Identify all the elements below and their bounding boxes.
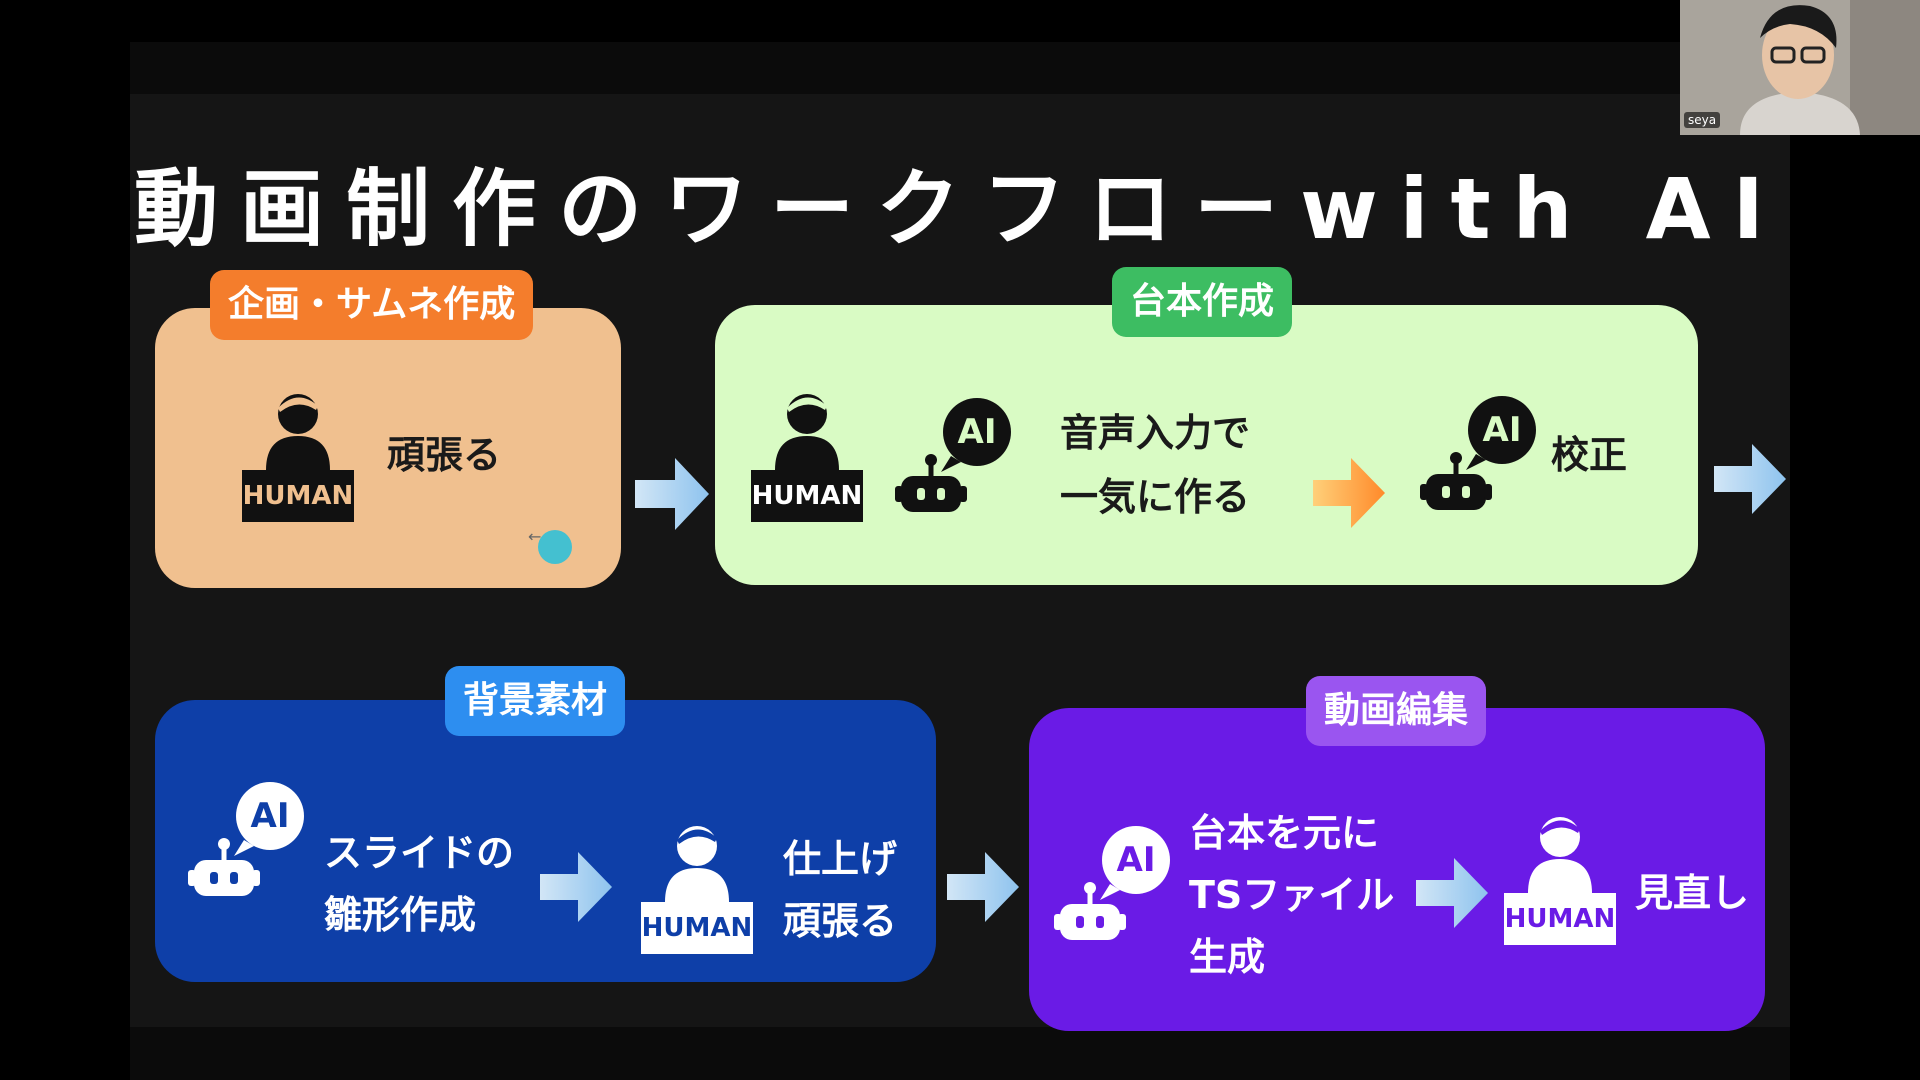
ai-label: AI <box>1482 410 1522 450</box>
step-tag-editing: 動画編集 <box>1306 676 1487 746</box>
ai-robot-icon: AI <box>188 778 308 902</box>
human-icon: HUMAN <box>242 386 354 522</box>
step2-text-line1: 音声入力で <box>1060 411 1251 455</box>
flow-arrow-icon <box>1416 858 1488 928</box>
slide-title: 動画制作のワークフローwith AI <box>134 160 1786 258</box>
step4-text-line1: 台本を元に <box>1189 811 1380 855</box>
webcam-thumbnail[interactable]: seya <box>1680 0 1920 135</box>
step3-text-line1: スライドの <box>324 831 515 875</box>
step2-text-line2: 一気に作る <box>1060 475 1251 519</box>
ai-robot-icon: AI <box>1054 822 1174 946</box>
ai-label: AI <box>250 796 290 836</box>
slide-bottom-bar <box>130 1027 1790 1080</box>
flow-arrow-icon <box>1714 444 1786 514</box>
step3-text2-line1: 仕上げ <box>783 837 898 881</box>
step3-text-line2: 雛形作成 <box>324 893 477 937</box>
human-badge: HUMAN <box>751 470 863 522</box>
webcam-person-image <box>1680 0 1920 135</box>
step-tag-background: 背景素材 <box>445 666 626 736</box>
step3-text2-line2: 頑張る <box>783 899 898 943</box>
human-badge: HUMAN <box>1504 893 1616 945</box>
orange-arrow-icon <box>1313 458 1385 528</box>
human-icon: HUMAN <box>1504 809 1616 945</box>
ai-robot-icon: AI <box>895 394 1015 518</box>
step-tag-planning: 企画・サムネ作成 <box>210 270 534 340</box>
flow-arrow-icon <box>540 852 612 922</box>
cursor-highlight <box>538 530 572 564</box>
presentation-slide: 動画制作のワークフローwith AI 企画・サムネ作成 HUMAN 頑張る ← … <box>130 42 1790 1080</box>
step-card-script <box>715 305 1698 585</box>
slide-top-bar <box>130 42 1790 94</box>
participant-name: seya <box>1684 112 1721 128</box>
flow-arrow-icon <box>635 458 709 530</box>
flow-arrow-icon <box>947 852 1019 922</box>
ai-robot-icon: AI <box>1420 392 1540 516</box>
step4-text2: 見直し <box>1635 871 1750 915</box>
step4-text-line2: TSファイル <box>1189 873 1395 917</box>
ai-label: AI <box>957 412 997 452</box>
human-icon: HUMAN <box>641 818 753 954</box>
human-icon: HUMAN <box>751 386 863 522</box>
step-tag-script: 台本作成 <box>1112 267 1293 337</box>
step2-text2: 校正 <box>1551 433 1628 477</box>
step4-text-line3: 生成 <box>1189 935 1266 979</box>
human-badge: HUMAN <box>242 470 354 522</box>
human-badge: HUMAN <box>641 902 753 954</box>
step1-text: 頑張る <box>387 433 502 477</box>
ai-label: AI <box>1116 840 1156 880</box>
